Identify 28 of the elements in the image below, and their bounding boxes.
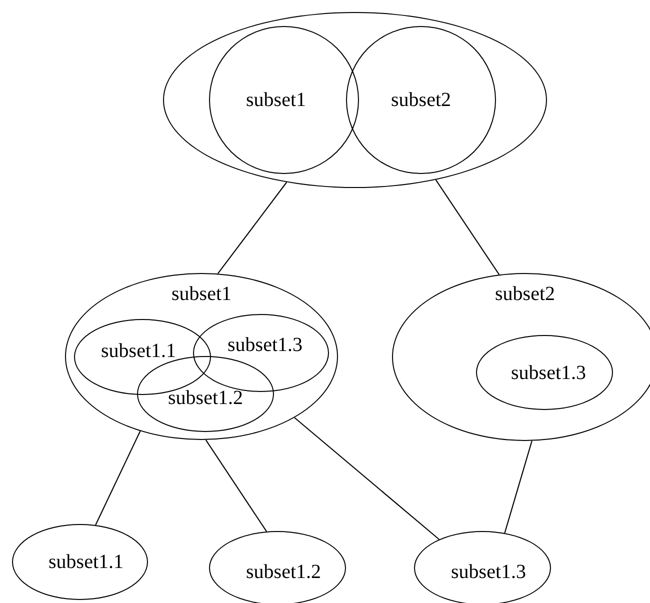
ellipse-node (346, 26, 496, 174)
node-label: subset1.3 (511, 362, 586, 382)
node-label: subset1.3 (451, 562, 526, 582)
connector-line (217, 182, 288, 274)
node-label: subset1.3 (228, 335, 302, 355)
node-label: subset1.1 (48, 552, 124, 572)
node-label: subset2 (391, 90, 451, 110)
ellipse-node (209, 531, 346, 603)
ellipse-node (392, 273, 650, 441)
node-label: subset1 (172, 284, 232, 304)
connector-line (205, 440, 267, 532)
node-label: subset1.1 (101, 341, 176, 361)
connector-line (95, 430, 141, 526)
ellipse-node (12, 524, 148, 600)
connector-line (435, 180, 500, 275)
ellipse-node (476, 335, 613, 410)
connector-line (294, 417, 440, 540)
ellipse-node (414, 531, 551, 603)
ellipse-node (163, 12, 547, 188)
ellipse-node (65, 273, 338, 440)
node-label: subset2 (495, 284, 555, 304)
ellipse-node (137, 356, 274, 432)
node-label: subset1.2 (246, 562, 321, 582)
node-label: subset1 (246, 90, 306, 110)
connector-line (504, 440, 532, 534)
node-label: subset1.2 (168, 388, 243, 408)
ellipse-node (209, 26, 359, 174)
ellipse-node (193, 314, 329, 392)
